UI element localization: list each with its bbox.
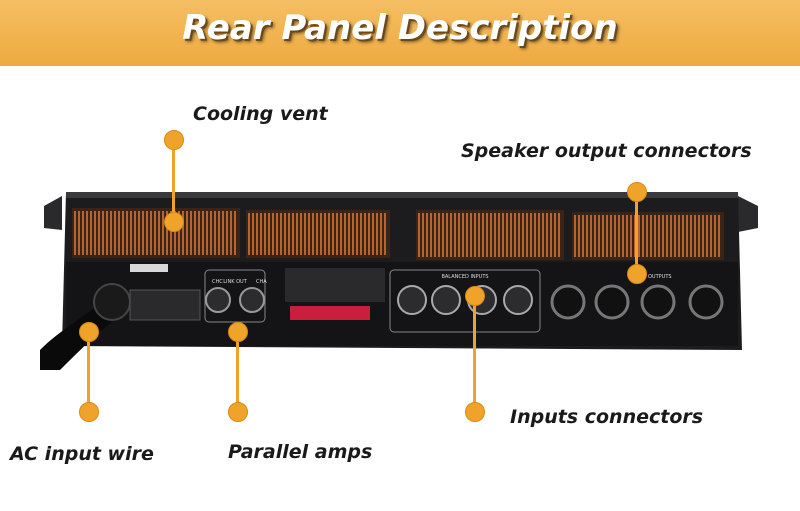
- marker-speaker-output: [627, 264, 647, 284]
- marker-ac: [79, 402, 99, 422]
- marker-cooling-vent: [164, 212, 184, 232]
- marker-inputs-top: [465, 286, 485, 306]
- speaker-output-connectors: [550, 284, 724, 320]
- xlr-chc: [205, 287, 231, 313]
- dip-switch: [290, 306, 370, 320]
- outputs-text: OUTPUTS: [648, 274, 672, 280]
- balanced-inputs-text: BALANCED INPUTS: [441, 274, 488, 280]
- leader-cooling: [172, 150, 175, 222]
- leader-ac: [87, 332, 90, 412]
- leader-parallel: [236, 332, 239, 412]
- chc-text: CHC: [212, 279, 223, 285]
- leader-speaker: [635, 200, 638, 270]
- balanced-inputs-box: [389, 269, 541, 333]
- cha-text: CHA: [256, 279, 267, 285]
- marker-ac-top: [79, 322, 99, 342]
- xlr-cha: [239, 287, 265, 313]
- label-speaker-output: Speaker output connectors: [461, 140, 752, 162]
- link-out-text: LINK OUT: [223, 279, 247, 285]
- marker-cooling-top: [164, 130, 184, 150]
- label-inputs: Inputs connectors: [510, 406, 704, 428]
- title-banner: Rear Panel Description: [0, 0, 800, 66]
- power-inlet: [93, 283, 131, 321]
- vent-fins: [74, 211, 720, 257]
- marker-inputs: [465, 402, 485, 422]
- marker-parallel: [228, 402, 248, 422]
- label-parallel: Parallel amps: [228, 441, 373, 463]
- left-rack-ear: [44, 196, 62, 230]
- label-ac-input: AC input wire: [10, 443, 154, 465]
- marker-speaker-top: [627, 182, 647, 202]
- label-cooling-vent: Cooling vent: [193, 103, 328, 125]
- marker-parallel-top: [228, 322, 248, 342]
- leader-inputs: [473, 300, 476, 412]
- right-rack-ear: [738, 196, 758, 232]
- page-title: Rear Panel Description: [182, 8, 618, 48]
